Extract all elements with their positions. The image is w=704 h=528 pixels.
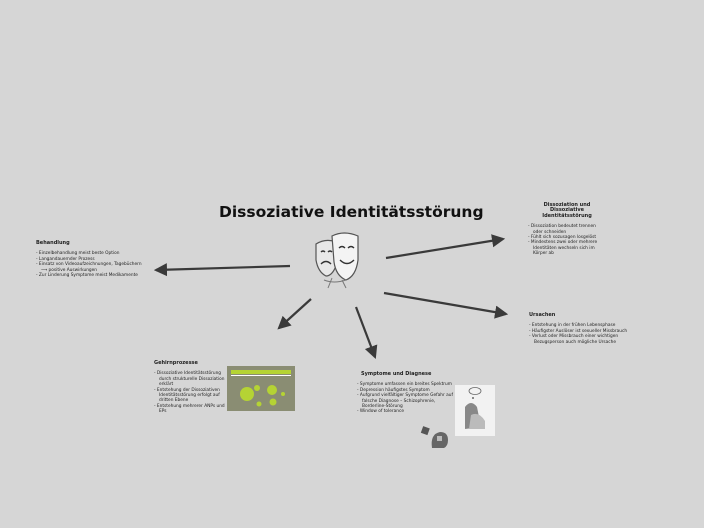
list-item: Einsatz von Videoaufzeichnungen, Tagebüc… [36,262,146,273]
node-dissoziation[interactable]: Dissoziation und Dissoziative Identitäts… [528,202,606,257]
list-item: Dissoziative Identitätsstörung durch str… [154,371,228,387]
central-topic-title[interactable]: Dissoziative Identitätsstörung [219,203,484,221]
list-item: Einzelbehandlung meist beste Option [36,251,146,256]
list-item: Aufgrund vielfältiger Symptome Gefahr au… [357,393,457,409]
theater-masks-icon [312,230,362,290]
node-gehirnprozesse[interactable]: Gehirnprozesse Dissoziative Identitätsst… [154,360,228,415]
node-heading: Ursachen [529,312,556,318]
list-item: Entstehung mehrerer ANPs und EPs [154,404,228,415]
list-item: Depression häufigstes Symptom [357,388,457,393]
list-item: Zur Linderung Symptome meist Medikamente [36,273,146,278]
list-item: Mindestens zwei oder mehrere Identitäten… [528,240,606,256]
arrow-to-behandlung [153,263,291,277]
node-heading: Behandlung [36,240,70,246]
arrow-to-symptome [354,306,378,360]
list-item: Window of tolerance [357,409,457,414]
node-ursachen[interactable]: Ursachen Entstehung in der frühen Lebens… [529,312,629,345]
brain-process-slide-image [227,366,295,411]
node-heading: Dissoziation und Dissoziative Identitäts… [542,202,592,219]
puzzle-head-icon [420,424,450,450]
list-item: Symptome umfassen ein breites Spektrum [357,382,457,387]
arrow-to-gehirnprozesse [277,298,312,330]
list-item: Entstehung der Dissoziativen Identitätss… [154,388,228,404]
node-heading: Gehirnprozesse [154,360,198,366]
list-item: Verlust oder Missbrauch einer wichtigen … [529,334,629,345]
list-item: Fühlt sich sozusagen losgelöst [528,235,606,240]
node-symptome[interactable]: Symptome und Diagnese Symptome umfassen … [357,371,457,415]
list-item: Häufigster Auslöser ist sexueller Missbr… [529,329,629,334]
node-behandlung[interactable]: Behandlung Einzelbehandlung meist beste … [36,240,146,278]
list-item: Entstehung in der frühen Lebensphase [529,323,629,328]
arrow-to-ursachen [383,291,509,319]
list-item: Dissoziation bedeutet trennen oder schne… [528,224,606,235]
sad-person-image [455,385,495,436]
node-heading: Symptome und Diagnese [361,371,432,377]
list-item: Langandauernder Prozess [36,257,146,262]
arrow-to-dissoziation [385,234,506,260]
